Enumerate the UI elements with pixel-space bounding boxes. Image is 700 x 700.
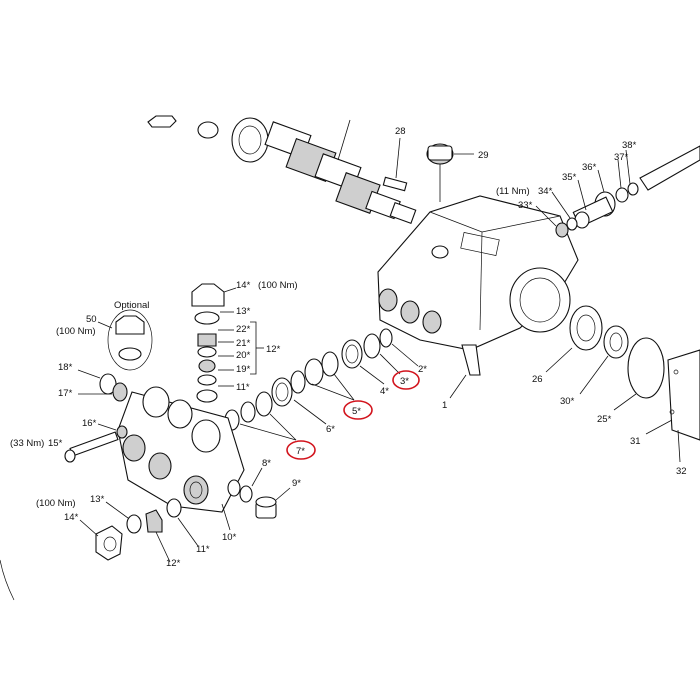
label-11b: 11* — [196, 544, 210, 555]
part-28-key: 28 — [382, 126, 408, 192]
label-22: 22* — [236, 324, 251, 335]
label-33-torque: (11 Nm) — [496, 186, 530, 197]
label-14a-torque: (100 Nm) — [258, 280, 298, 291]
label-optional: Optional — [114, 300, 149, 311]
label-4: 4* — [380, 386, 389, 397]
label-29: 29 — [478, 150, 489, 161]
label-12a: 12* — [266, 344, 281, 355]
label-35: 35* — [562, 172, 577, 183]
crankcase-housing: 1 — [377, 195, 579, 411]
bolt-15-washer-16: 16* (33 Nm) 15* — [10, 418, 128, 463]
highlight-3 — [392, 370, 420, 390]
label-19: 19* — [236, 364, 251, 375]
label-12b: 12* — [166, 558, 181, 569]
label-14a: 14* — [236, 280, 251, 291]
label-13b: 13* — [90, 494, 105, 505]
manifold-head: 10* — [117, 386, 245, 543]
label-28: 28 — [395, 126, 406, 137]
label-37: 37* — [614, 152, 629, 163]
inlet-fitting-17-18: 18* 17* — [58, 362, 128, 402]
label-33: 33* — [518, 200, 533, 211]
label-15-torque: (33 Nm) — [10, 438, 44, 449]
label-38: 38* — [622, 140, 637, 151]
label-18: 18* — [58, 362, 73, 373]
label-14b-torque: (100 Nm) — [36, 498, 76, 509]
label-30: 30* — [560, 396, 575, 407]
label-5: 5* — [352, 406, 361, 417]
label-26: 26 — [532, 374, 543, 385]
lower-plug-14: 13* (100 Nm) 14* — [36, 494, 142, 561]
label-6: 6* — [326, 424, 335, 435]
label-9: 9* — [292, 478, 301, 489]
label-31: 31 — [630, 436, 641, 447]
part-29-dipstick: 29 — [426, 143, 489, 202]
label-10: 10* — [222, 532, 237, 543]
label-3: 3* — [400, 376, 409, 387]
label-8: 8* — [262, 458, 271, 469]
plugs-8-9: 8* 9* — [227, 458, 301, 519]
label-50: 50 — [86, 314, 97, 325]
label-32: 32 — [676, 466, 687, 477]
crankshaft-assembly — [147, 115, 417, 225]
bearing-cover-group: 26 30* 25* 31 32 — [532, 305, 700, 477]
highlight-7 — [286, 440, 316, 460]
label-25: 25* — [597, 414, 612, 425]
seal-ring-group: 2* 3* 4* 5* 6* 7* — [224, 328, 427, 460]
label-15: 15* — [48, 438, 63, 449]
label-17: 17* — [58, 388, 73, 399]
label-7: 7* — [296, 446, 305, 457]
label-50-torque: (100 Nm) — [56, 326, 96, 337]
label-21: 21* — [236, 338, 251, 349]
highlight-5 — [343, 400, 373, 420]
label-34: 34* — [538, 186, 553, 197]
valve-stack: 14* (100 Nm) 13* 22* 21* 20* 19* 11* 12* — [191, 280, 298, 403]
shaft-seal-group: 38* 37* 36* 35* 34* (11 Nm) 33* — [496, 140, 700, 238]
label-13a: 13* — [236, 306, 251, 317]
label-36: 36* — [582, 162, 597, 173]
label-14b: 14* — [64, 512, 79, 523]
label-20: 20* — [236, 350, 251, 361]
label-16: 16* — [82, 418, 97, 429]
label-2: 2* — [418, 364, 427, 375]
optional-part-50: Optional 50 (100 Nm) — [56, 300, 153, 371]
label-11a: 11* — [236, 382, 250, 393]
label-1: 1 — [442, 400, 447, 411]
lower-valve-parts: 11* 12* — [145, 498, 210, 569]
frame-arc — [0, 559, 15, 601]
